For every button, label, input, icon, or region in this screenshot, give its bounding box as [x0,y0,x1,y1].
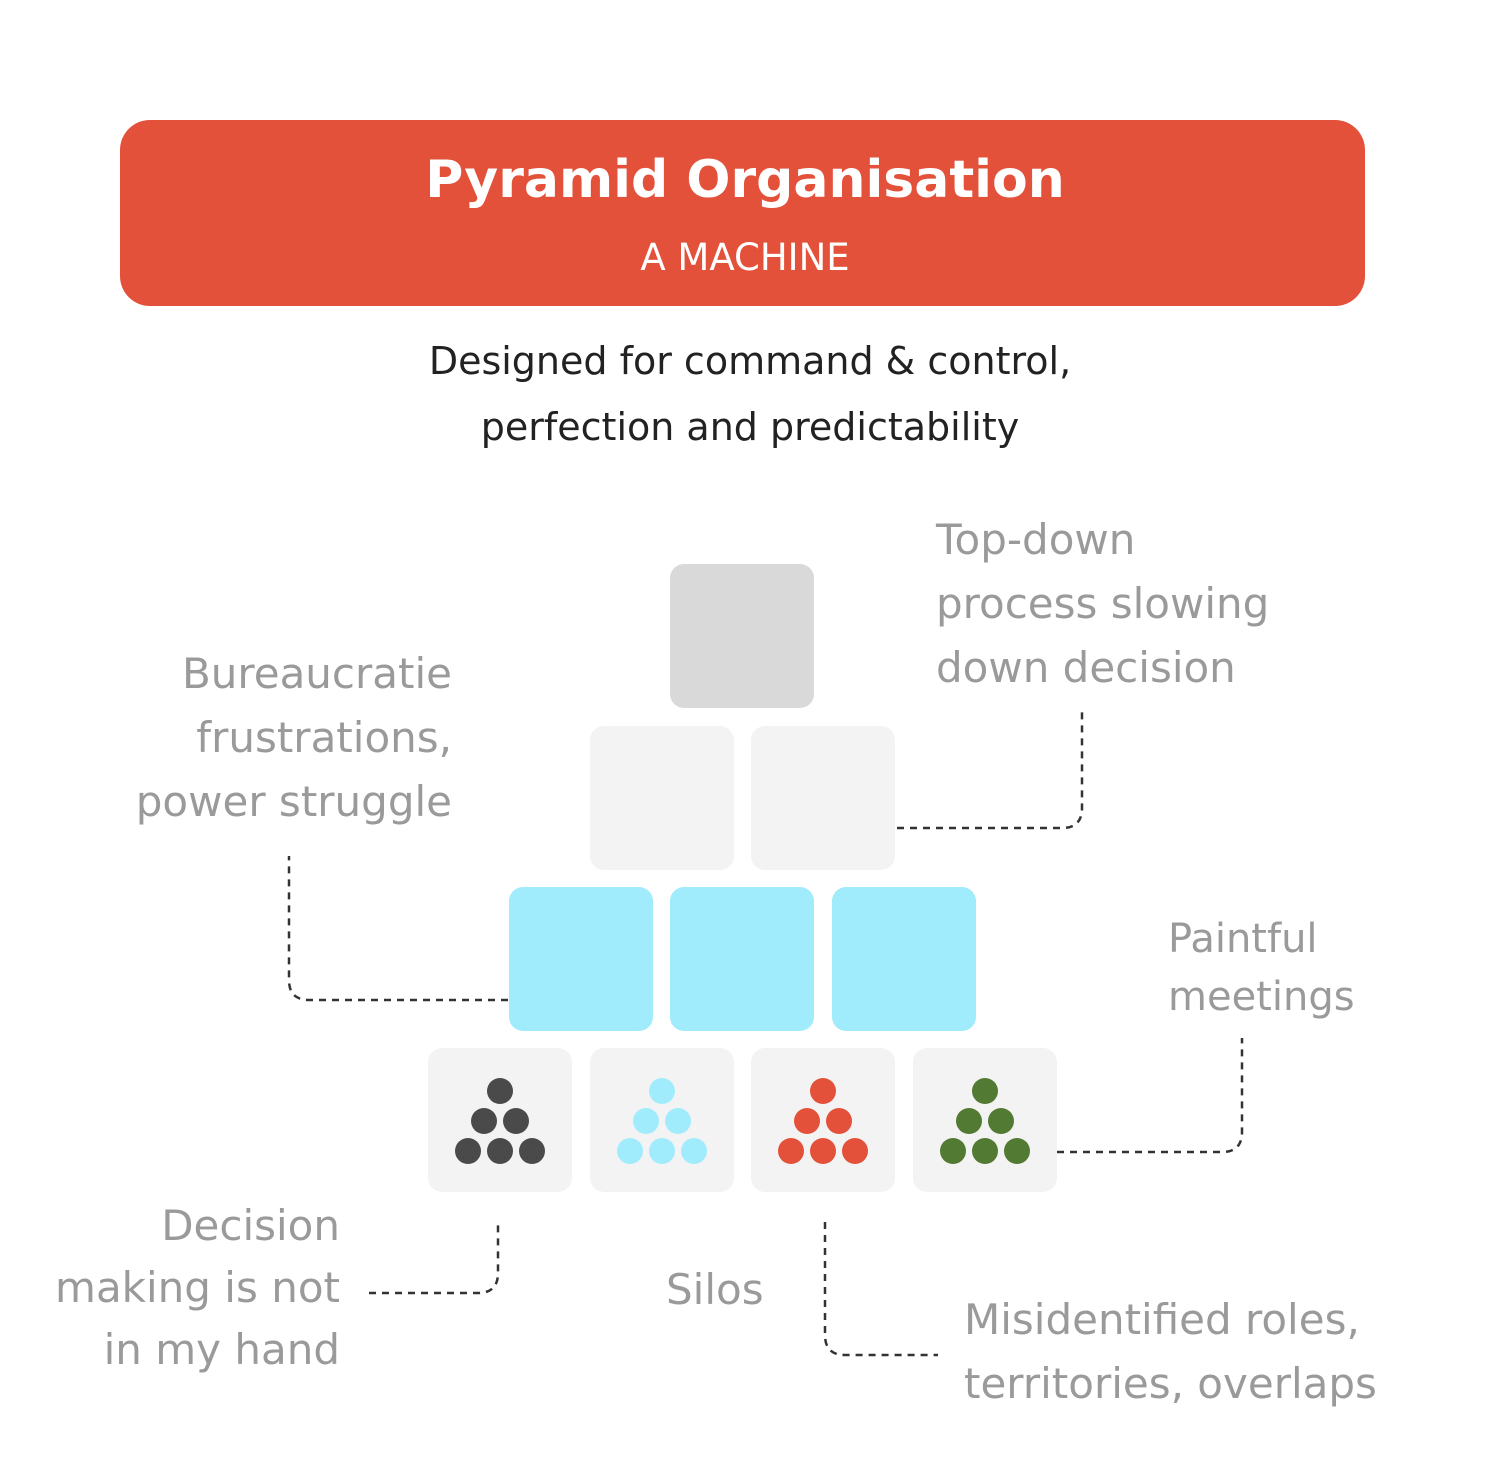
note-top-down-line-1: Top-down [936,515,1136,564]
connector-top-down [897,712,1084,830]
note-roles: Misidentified roles, territories, overla… [964,1288,1377,1416]
pyramid-row3-block-3 [832,887,976,1031]
title-banner [120,120,1365,306]
team-dot [972,1078,998,1104]
team-dot [519,1138,545,1164]
team-block-4 [913,1048,1057,1192]
note-decision-line-2: making is not [55,1263,340,1312]
team-dot [794,1108,820,1134]
tagline-line-1: Designed for command & control, [428,339,1072,383]
team-dot [681,1138,707,1164]
team-dot [842,1138,868,1164]
connector-bureaucratie [287,856,508,1002]
note-top-down-line-3: down decision [936,643,1236,692]
banner-subtitle: A MACHINE [640,236,850,279]
team-dot [810,1138,836,1164]
team-dot [988,1108,1014,1134]
team-dot [649,1078,675,1104]
note-meetings-line-2: meetings [1168,974,1355,1020]
team-dot [503,1108,529,1134]
team-block-2 [590,1048,734,1192]
pyramid-row2-block-1 [590,726,734,870]
team-dot [633,1108,659,1134]
tagline-line-2: perfection and predictability [480,405,1020,449]
team-dot [665,1108,691,1134]
note-top-down-line-2: process slowing [936,579,1270,628]
team-dot [617,1138,643,1164]
pyramid-row2-block-2 [751,726,895,870]
note-bureaucratie-line-3: power struggle [135,777,452,826]
team-dot [810,1078,836,1104]
team-dot [487,1078,513,1104]
team-dot [649,1138,675,1164]
note-roles-line-1: Misidentified roles, [964,1295,1360,1344]
note-bureaucratie-line-2: frustrations, [196,713,452,762]
team-block-3 [751,1048,895,1192]
note-meetings-line-1: Paintful [1168,916,1318,962]
note-bureaucratie-line-1: Bureaucratie [181,649,452,698]
team-dot [778,1138,804,1164]
team-dot [956,1108,982,1134]
connector-meetings [1057,1038,1244,1154]
note-decision: Decision making is not in my hand [20,1195,340,1381]
team-dot [940,1138,966,1164]
connector-roles [823,1222,938,1357]
pyramid-top-block [670,564,814,708]
team-dot [826,1108,852,1134]
team-dot [487,1138,513,1164]
note-bureaucratie: Bureaucratie frustrations, power struggl… [60,642,452,834]
banner-title: Pyramid Organisation [425,150,1065,210]
pyramid-row3-block-1 [509,887,653,1031]
note-decision-line-3: in my hand [103,1325,340,1374]
note-decision-line-1: Decision [161,1201,340,1250]
pyramid-row3-block-2 [670,887,814,1031]
note-roles-line-2: territories, overlaps [964,1359,1377,1408]
note-meetings: Paintful meetings [1168,910,1355,1026]
team-dot [1004,1138,1030,1164]
note-silos: Silos [666,1265,764,1314]
team-dot [455,1138,481,1164]
connector-decision [369,1222,500,1295]
team-dot [471,1108,497,1134]
note-top-down: Top-down process slowing down decision [936,508,1269,700]
team-dot [972,1138,998,1164]
team-block-1 [428,1048,572,1192]
